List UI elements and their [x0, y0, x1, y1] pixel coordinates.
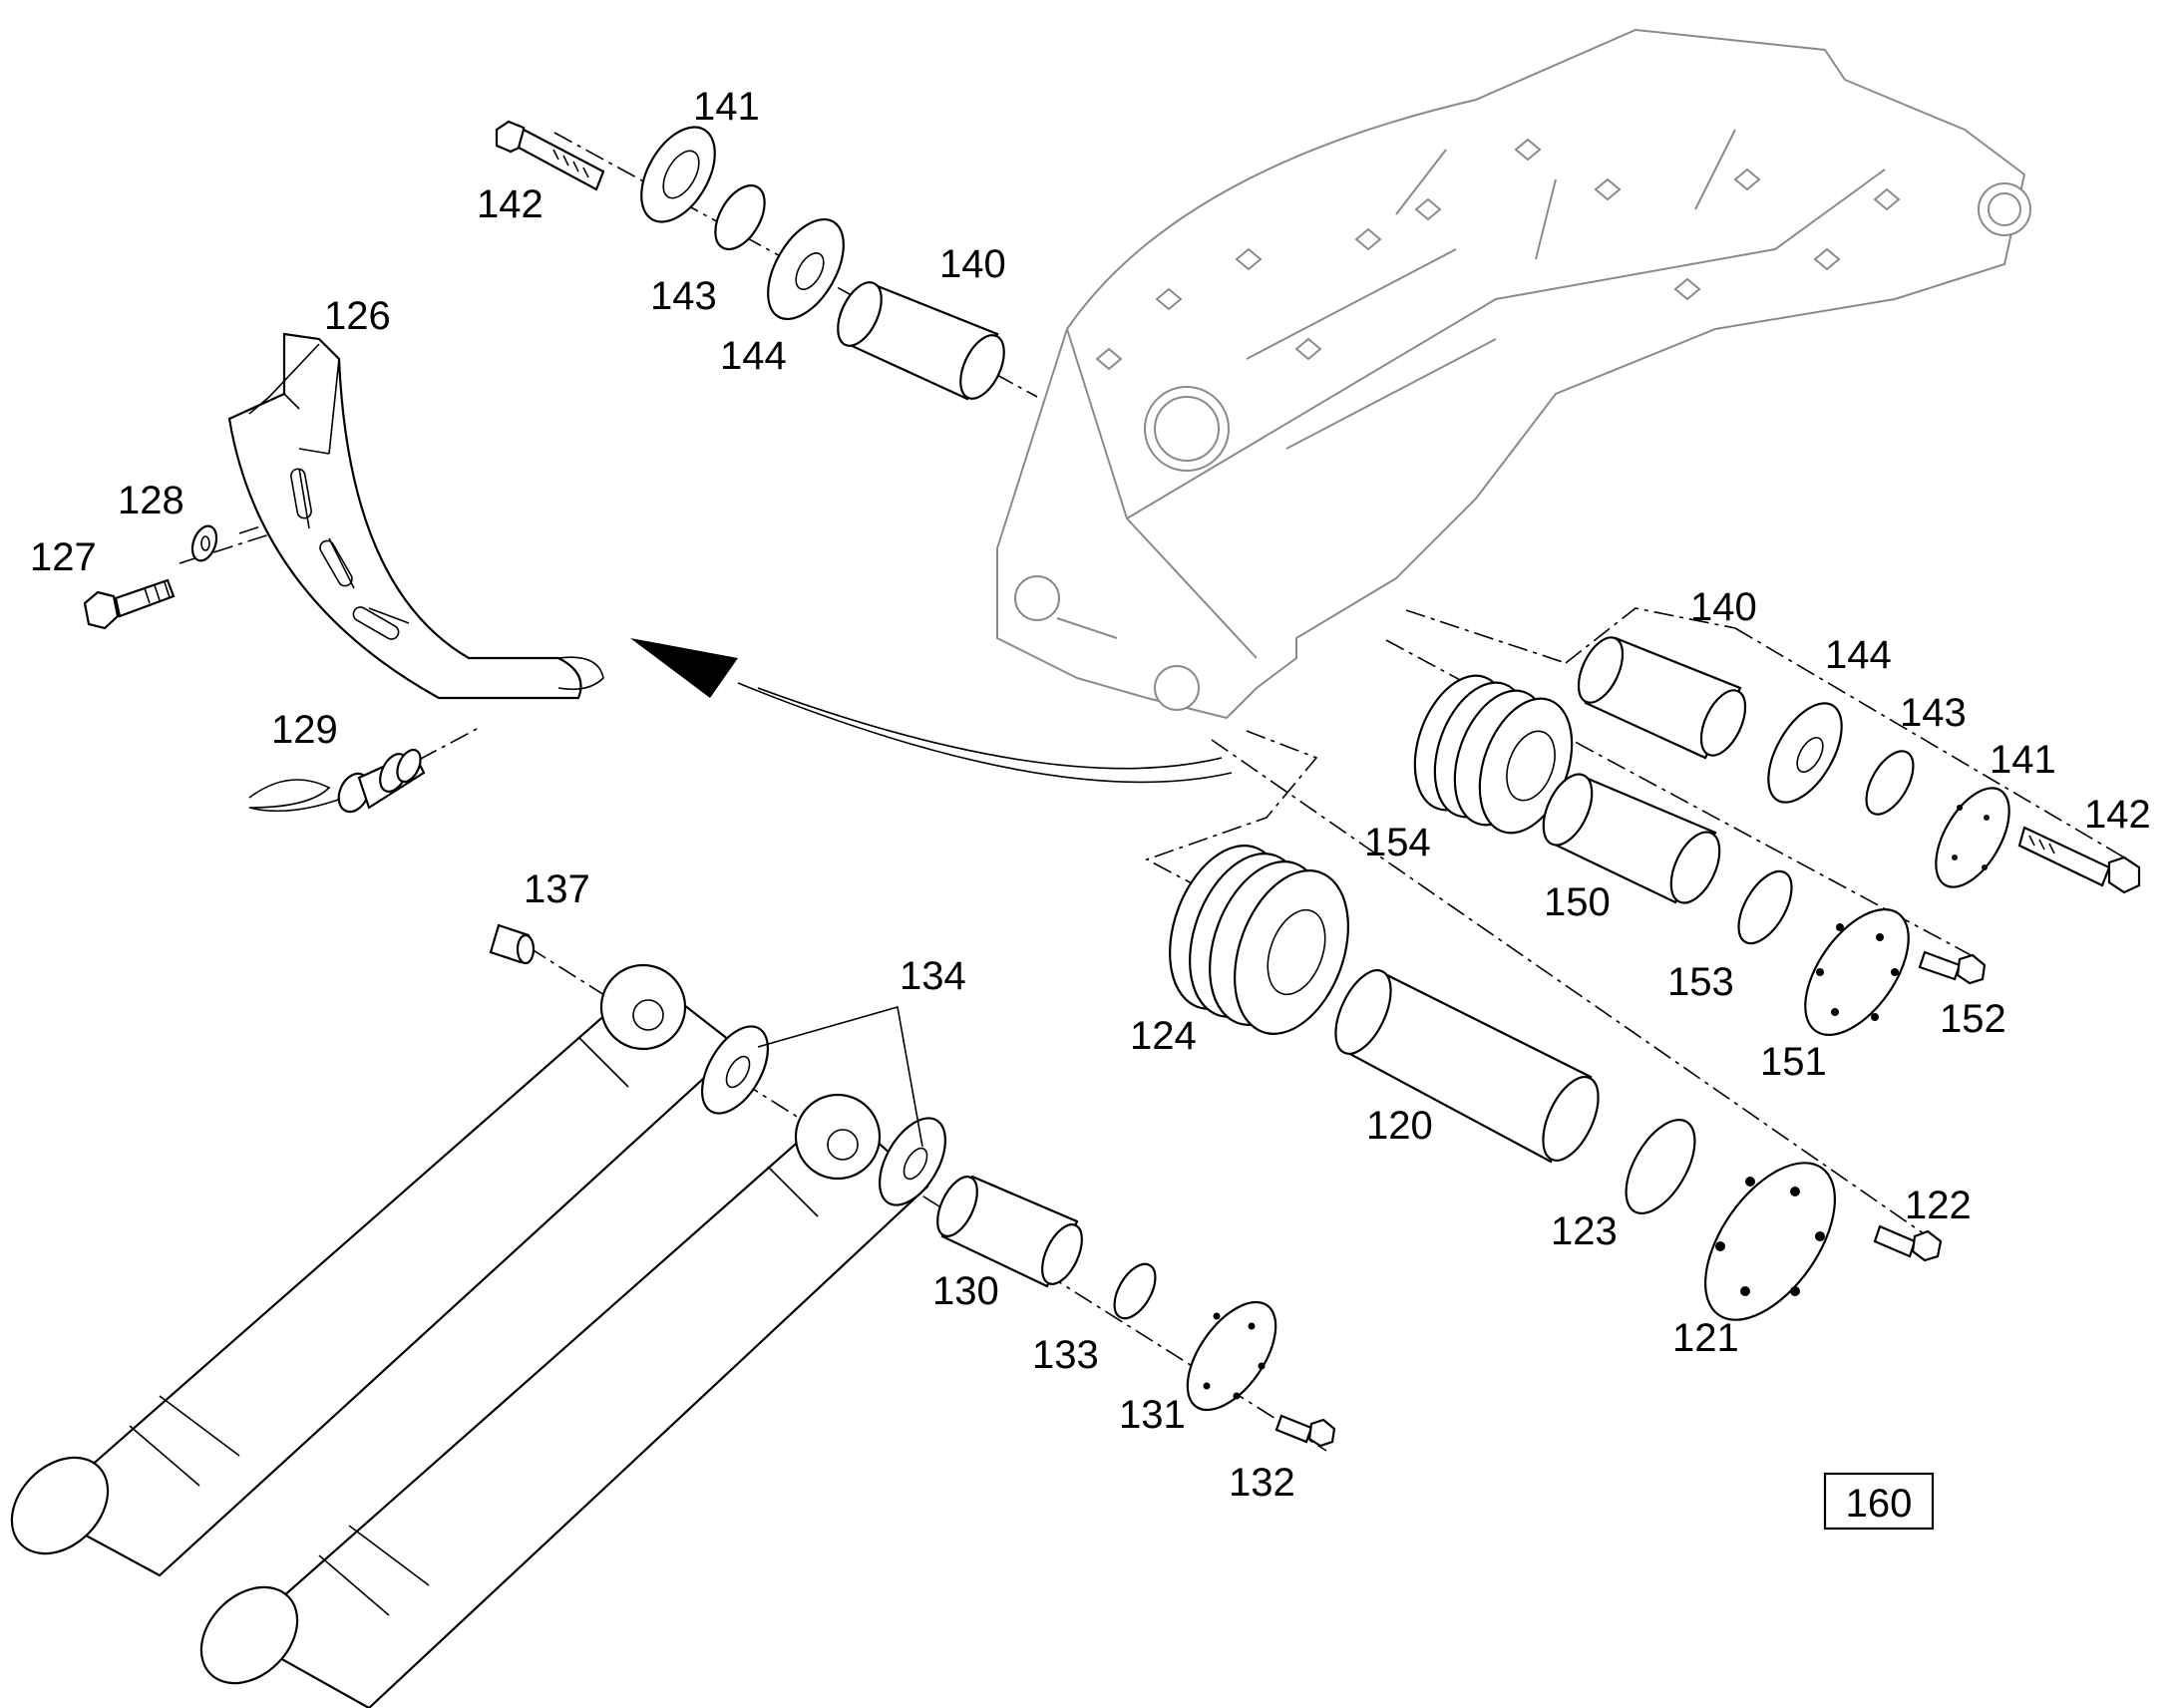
cover-plate-131	[1186, 1300, 1277, 1412]
washer-144-right	[1767, 702, 1843, 804]
label-140-upper: 140	[939, 242, 1006, 286]
plate-141-right	[1935, 787, 2010, 888]
bolt-142-right	[2017, 826, 2141, 894]
bolt-132	[1274, 1414, 1336, 1448]
snap-ring-123	[1625, 1119, 1696, 1214]
plate-141-upper	[640, 126, 716, 223]
shims-124	[1169, 845, 1349, 1035]
label-121: 121	[1672, 1316, 1739, 1360]
label-129: 129	[271, 708, 338, 752]
label-142-right: 142	[2084, 793, 2151, 837]
label-131: 131	[1119, 1393, 1186, 1437]
bolt-142-upper	[495, 120, 605, 191]
label-140-right: 140	[1690, 585, 1757, 629]
label-141-upper: 141	[693, 85, 760, 129]
leader-lines-134	[757, 1005, 923, 1148]
label-120: 120	[1366, 1104, 1433, 1148]
snap-ring-143-upper	[714, 183, 766, 251]
label-124: 124	[1130, 1014, 1197, 1058]
label-137: 137	[524, 867, 590, 911]
pin-130	[936, 1175, 1083, 1288]
cover-plate-151	[1804, 908, 1910, 1036]
label-122: 122	[1905, 1184, 1972, 1227]
label-153: 153	[1667, 960, 1734, 1004]
label-123: 123	[1551, 1209, 1618, 1253]
callout-labels: 141 142 143 144 140 126 128 127 129 140 …	[30, 85, 2151, 1505]
hydraulic-cylinders	[10, 963, 929, 1708]
label-143-upper: 143	[650, 274, 717, 318]
label-133: 133	[1032, 1333, 1099, 1377]
sensor-129	[248, 748, 426, 814]
snap-ring-153	[1737, 869, 1793, 945]
washer-128	[190, 524, 218, 562]
reference-arrow	[630, 638, 1233, 784]
page-reference-box: 160	[1823, 1472, 1935, 1531]
label-130: 130	[932, 1269, 999, 1313]
label-141-right: 141	[1990, 738, 2056, 782]
label-142-upper: 142	[477, 182, 544, 226]
pin-140-right	[1577, 636, 1747, 760]
bolt-127	[83, 578, 176, 630]
label-151: 151	[1760, 1040, 1827, 1084]
boom-structure	[996, 28, 2031, 720]
label-143-right: 143	[1900, 691, 1967, 735]
washers-134	[700, 1025, 947, 1206]
washer-144-upper	[767, 217, 845, 321]
label-128: 128	[118, 479, 184, 522]
shims-154	[1413, 674, 1574, 835]
pin-140-upper	[837, 281, 1005, 401]
page-reference-number: 160	[1846, 1482, 1913, 1526]
guard-bracket-126	[227, 332, 604, 700]
pin-150	[1542, 773, 1721, 904]
bushing-137	[489, 923, 536, 965]
label-144-upper: 144	[720, 334, 787, 378]
snap-ring-133	[1113, 1262, 1157, 1320]
label-150: 150	[1544, 880, 1611, 924]
label-134: 134	[900, 954, 966, 998]
label-144-right: 144	[1825, 633, 1892, 677]
snap-ring-143-right	[1865, 750, 1915, 816]
cover-plate-121	[1704, 1162, 1836, 1321]
bolt-122	[1873, 1224, 1943, 1262]
label-127: 127	[30, 535, 97, 579]
label-154: 154	[1364, 821, 1431, 864]
label-132: 132	[1229, 1461, 1295, 1505]
label-152: 152	[1940, 997, 2006, 1041]
bolt-152	[1918, 950, 1987, 985]
main-pin-120	[1334, 969, 1600, 1164]
label-126: 126	[324, 294, 391, 338]
